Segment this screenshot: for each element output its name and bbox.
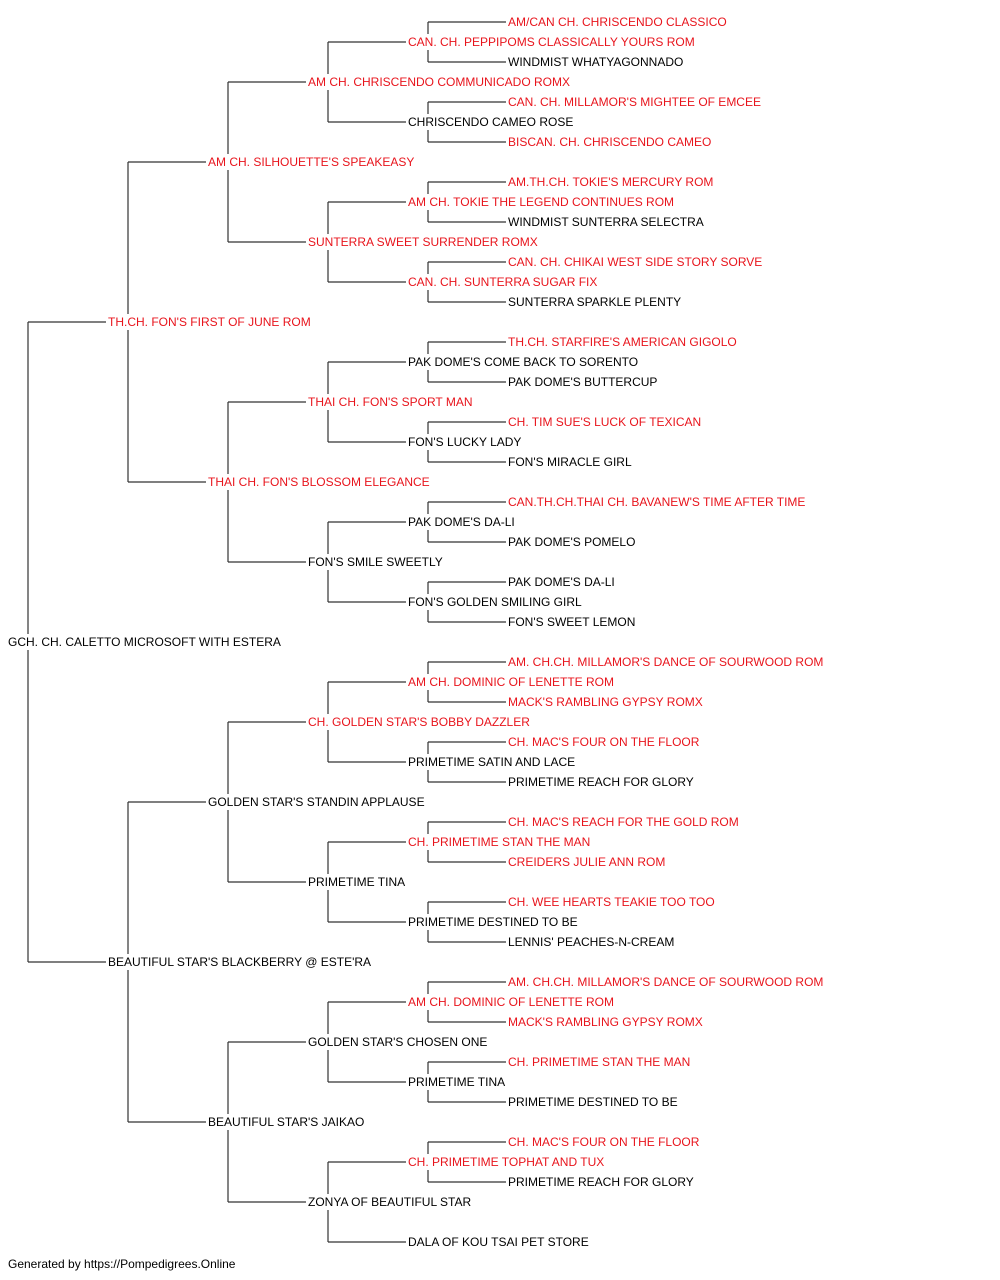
pedigree-entry: PRIMETIME SATIN AND LACE <box>408 755 576 769</box>
pedigree-entry: PRIMETIME TINA <box>408 1075 506 1089</box>
pedigree-entry: FON'S GOLDEN SMILING GIRL <box>408 595 582 609</box>
pedigree-entry: LENNIS' PEACHES-N-CREAM <box>508 935 675 949</box>
pedigree-entry: FON'S SWEET LEMON <box>508 615 636 629</box>
footer-credit: Generated by https://Pompedigrees.Online <box>8 1257 236 1271</box>
pedigree-entry: MACK'S RAMBLING GYPSY ROMX <box>508 695 703 709</box>
pedigree-entry: DALA OF KOU TSAI PET STORE <box>408 1235 589 1249</box>
pedigree-entry: BEAUTIFUL STAR'S BLACKBERRY @ ESTE'RA <box>108 955 372 969</box>
pedigree-entry: AM CH. CHRISCENDO COMMUNICADO ROMX <box>308 75 571 89</box>
pedigree-entry: AM CH. SILHOUETTE'S SPEAKEASY <box>208 155 415 169</box>
pedigree-entry: CH. MAC'S REACH FOR THE GOLD ROM <box>508 815 739 829</box>
pedigree-entry: SUNTERRA SPARKLE PLENTY <box>508 295 682 309</box>
pedigree-entry: AM.TH.CH. TOKIE'S MERCURY ROM <box>508 175 714 189</box>
pedigree-entry: MACK'S RAMBLING GYPSY ROMX <box>508 1015 703 1029</box>
pedigree-entry: BISCAN. CH. CHRISCENDO CAMEO <box>508 135 712 149</box>
pedigree-entry: PRIMETIME DESTINED TO BE <box>408 915 578 929</box>
pedigree-entry: AM. CH.CH. MILLAMOR'S DANCE OF SOURWOOD … <box>508 975 824 989</box>
pedigree-entry: TH.CH. FON'S FIRST OF JUNE ROM <box>108 315 311 329</box>
pedigree-entry: CH. GOLDEN STAR'S BOBBY DAZZLER <box>308 715 530 729</box>
pedigree-entry: PAK DOME'S DA-LI <box>408 515 515 529</box>
pedigree-entry: CH. TIM SUE'S LUCK OF TEXICAN <box>508 415 702 429</box>
pedigree-entry: AM. CH.CH. MILLAMOR'S DANCE OF SOURWOOD … <box>508 655 824 669</box>
pedigree-entry: THAI CH. FON'S SPORT MAN <box>308 395 473 409</box>
pedigree-entry: THAI CH. FON'S BLOSSOM ELEGANCE <box>208 475 430 489</box>
pedigree-entry: CH. MAC'S FOUR ON THE FLOOR <box>508 735 700 749</box>
pedigree-entry: CH. PRIMETIME STAN THE MAN <box>408 835 591 849</box>
pedigree-entry: AM CH. DOMINIC OF LENETTE ROM <box>408 995 615 1009</box>
pedigree-entry: FON'S MIRACLE GIRL <box>508 455 632 469</box>
pedigree-entry: GOLDEN STAR'S CHOSEN ONE <box>308 1035 488 1049</box>
pedigree-entry: GOLDEN STAR'S STANDIN APPLAUSE <box>208 795 425 809</box>
pedigree-entry: PAK DOME'S COME BACK TO SORENTO <box>408 355 639 369</box>
pedigree-entry: CH. WEE HEARTS TEAKIE TOO TOO <box>508 895 715 909</box>
pedigree-entry: PAK DOME'S DA-LI <box>508 575 615 589</box>
pedigree-entry: FON'S SMILE SWEETLY <box>308 555 443 569</box>
pedigree-entry: CH. PRIMETIME TOPHAT AND TUX <box>408 1155 605 1169</box>
pedigree-entry: BEAUTIFUL STAR'S JAIKAO <box>208 1115 365 1129</box>
pedigree-entry: AM/CAN CH. CHRISCENDO CLASSICO <box>508 15 727 29</box>
pedigree-entry: ZONYA OF BEAUTIFUL STAR <box>308 1195 472 1209</box>
pedigree-entry: CREIDERS JULIE ANN ROM <box>508 855 666 869</box>
pedigree-entry: CAN. CH. CHIKAI WEST SIDE STORY SORVE <box>508 255 763 269</box>
pedigree-entry: CAN. CH. SUNTERRA SUGAR FIX <box>408 275 598 289</box>
pedigree-entry: CH. MAC'S FOUR ON THE FLOOR <box>508 1135 700 1149</box>
pedigree-entry: AM CH. DOMINIC OF LENETTE ROM <box>408 675 615 689</box>
pedigree-entry: CAN. CH. MILLAMOR'S MIGHTEE OF EMCEE <box>508 95 761 109</box>
pedigree-entry: CHRISCENDO CAMEO ROSE <box>408 115 574 129</box>
pedigree-entry: GCH. CH. CALETTO MICROSOFT WITH ESTERA <box>8 635 281 649</box>
pedigree-entry: PAK DOME'S POMELO <box>508 535 636 549</box>
pedigree-entry: PRIMETIME REACH FOR GLORY <box>508 775 694 789</box>
pedigree-entry: CH. PRIMETIME STAN THE MAN <box>508 1055 691 1069</box>
pedigree-entry: PRIMETIME TINA <box>308 875 406 889</box>
pedigree-entry: SUNTERRA SWEET SURRENDER ROMX <box>308 235 538 249</box>
pedigree-entry: WINDMIST SUNTERRA SELECTRA <box>508 215 704 229</box>
pedigree-entry: CAN.TH.CH.THAI CH. BAVANEW'S TIME AFTER … <box>508 495 806 509</box>
pedigree-entry: AM CH. TOKIE THE LEGEND CONTINUES ROM <box>408 195 675 209</box>
pedigree-entry: WINDMIST WHATYAGONNADO <box>508 55 684 69</box>
pedigree-entry: PRIMETIME REACH FOR GLORY <box>508 1175 694 1189</box>
pedigree-entry: TH.CH. STARFIRE'S AMERICAN GIGOLO <box>508 335 737 349</box>
pedigree-entry: PAK DOME'S BUTTERCUP <box>508 375 658 389</box>
pedigree-entry: PRIMETIME DESTINED TO BE <box>508 1095 678 1109</box>
pedigree-entry: CAN. CH. PEPPIPOMS CLASSICALLY YOURS ROM <box>408 35 695 49</box>
pedigree-entry: FON'S LUCKY LADY <box>408 435 522 449</box>
